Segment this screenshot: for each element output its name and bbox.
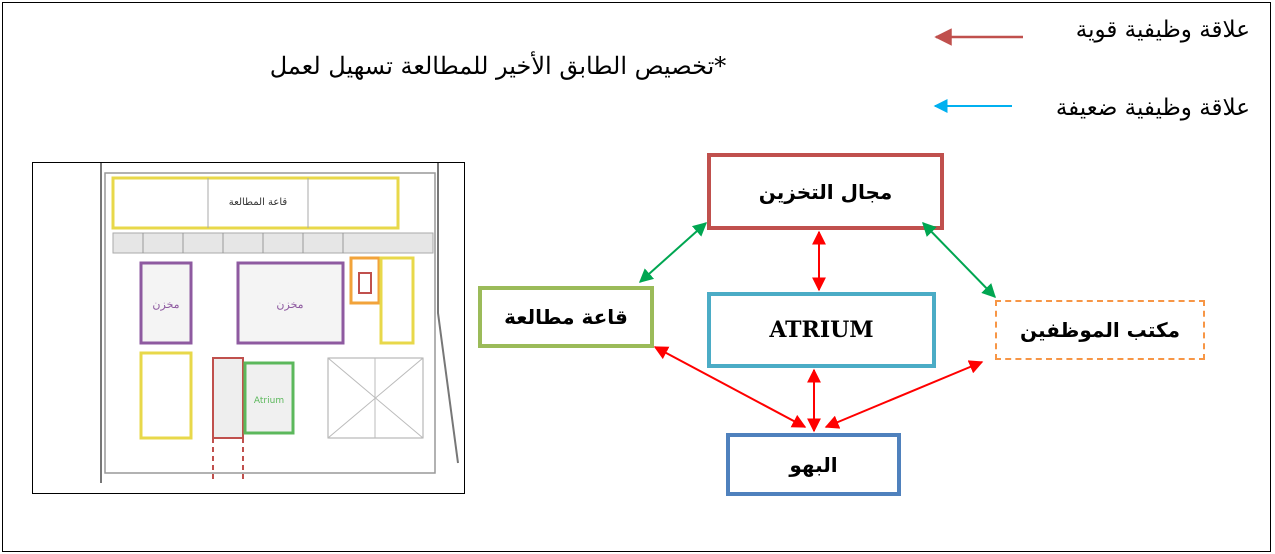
node-lobby: البهو: [726, 433, 901, 496]
legend-weak-label: علاقة وظيفية ضعيفة: [1055, 95, 1250, 121]
node-storage: مجال التخزين: [707, 153, 944, 230]
note-text: *تخصيص الطابق الأخير للمطالعة تسهيل لعمل: [269, 52, 727, 80]
plan-label-reading: قاعة المطالعة: [229, 197, 288, 208]
floor-plan-drawing: قاعة المطالعة مخزن مخزن Atrium: [33, 163, 464, 493]
node-staff-office: مكتب الموظفين: [995, 300, 1205, 360]
node-reading-hall: قاعة مطالعة: [478, 286, 654, 348]
plan-label-store-1: مخزن: [152, 298, 179, 311]
plan-label-atrium: Atrium: [254, 396, 284, 406]
plan-label-store-2: مخزن: [276, 298, 303, 311]
node-atrium: ATRIUM: [707, 292, 936, 368]
floor-plan-image: قاعة المطالعة مخزن مخزن Atrium: [32, 162, 465, 494]
legend-strong-label: علاقة وظيفية قوية: [1075, 17, 1250, 43]
